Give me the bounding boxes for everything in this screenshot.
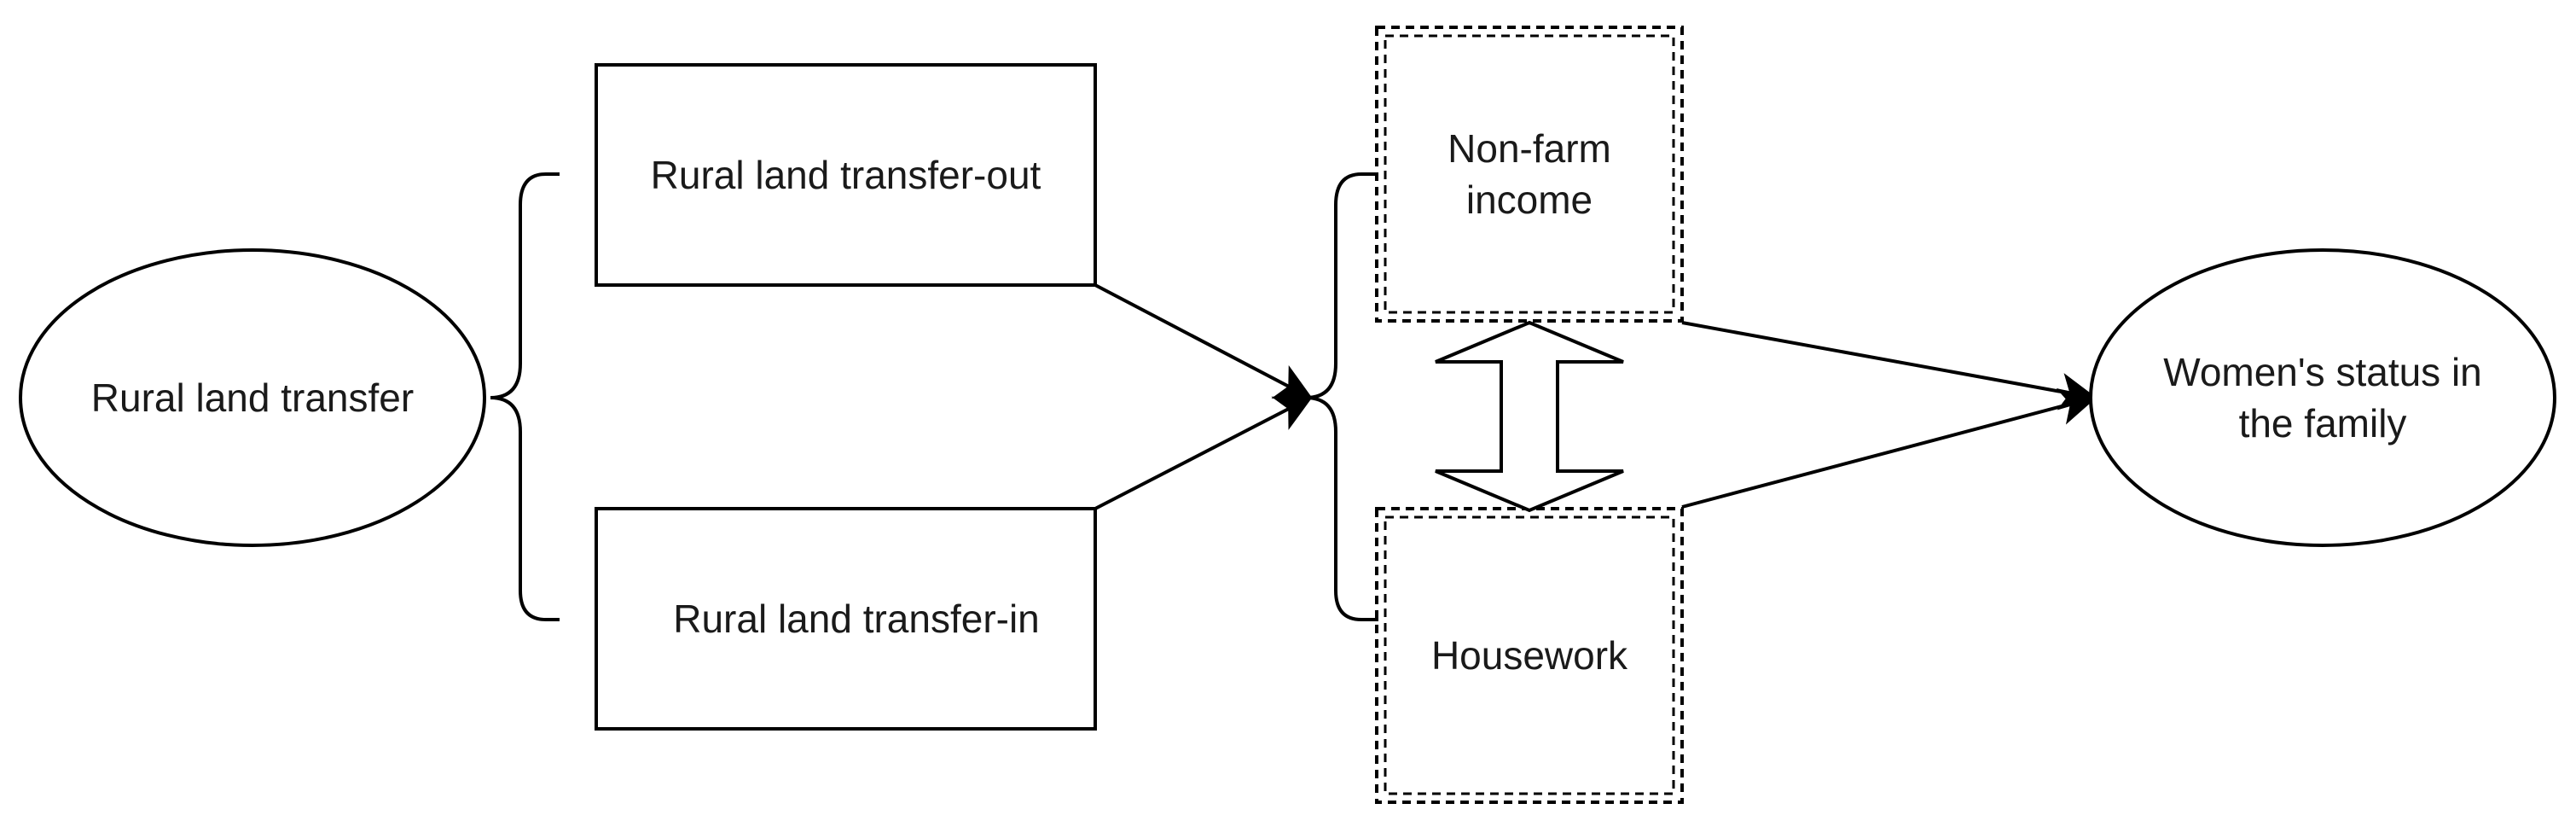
arrow-housework-to-status: [1681, 387, 2097, 509]
transfer-in-box: [595, 507, 1097, 731]
rural-land-transfer-label: Rural land transfer: [90, 376, 415, 420]
arrow-transfer-out-to-outcomes: [1094, 283, 1314, 399]
womens-status-ellipse: [2089, 248, 2556, 547]
arrow-income-to-status: [1681, 321, 2097, 410]
arrow-transfer-in-to-outcomes: [1094, 396, 1314, 510]
housework-label: Housework: [1430, 633, 1628, 678]
transfer-in-label: Rural land transfer-in: [673, 597, 1040, 641]
right-brace: [1305, 172, 1378, 621]
non-farm-income-label: Non-farm income: [1448, 126, 1611, 222]
non-farm-income-box: [1375, 26, 1684, 323]
left-brace: [490, 172, 560, 621]
rural-land-transfer-ellipse: [19, 248, 486, 547]
transfer-out-box: [595, 63, 1097, 287]
womens-status-label: Women's status in the family: [2163, 350, 2482, 445]
bidirectional-arrow-icon: [1435, 320, 1624, 513]
transfer-out-label: Rural land transfer-out: [650, 153, 1041, 197]
